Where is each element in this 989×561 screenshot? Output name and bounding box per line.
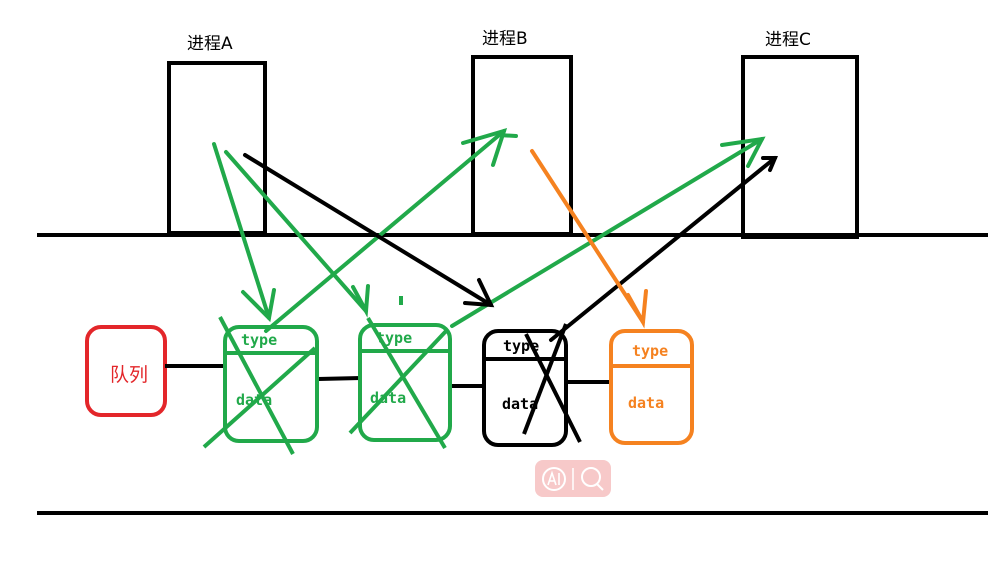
search-icon[interactable] xyxy=(581,467,604,491)
queue-links xyxy=(165,364,610,388)
orange-arrow xyxy=(530,149,648,329)
node-2-type-label: type xyxy=(376,329,412,347)
node-4-data-label: data xyxy=(628,394,664,412)
black-arrows xyxy=(243,153,778,342)
node-4-type-label: type xyxy=(632,342,668,360)
node-2-cross-mark xyxy=(366,316,447,450)
queue-node-4: type data xyxy=(609,329,694,445)
queue-node-1: type data xyxy=(202,316,319,455)
process-a-label: 进程A xyxy=(187,34,233,54)
process-b-label: 进程B xyxy=(482,29,528,49)
process-c-label: 进程C xyxy=(765,30,811,50)
node-1-type-label: type xyxy=(241,331,277,349)
process-c: 进程C xyxy=(741,30,859,239)
node-1-cross-mark xyxy=(218,316,295,455)
process-a: 进程A xyxy=(167,34,267,235)
node-3-data-label: data xyxy=(502,395,538,413)
queue-node-2: type data xyxy=(348,296,452,450)
process-b: 进程B xyxy=(471,29,573,236)
queue-box: 队列 xyxy=(85,325,167,417)
ai-icon[interactable] xyxy=(542,467,566,491)
green-arrows xyxy=(212,128,766,333)
queue-label: 队列 xyxy=(110,364,148,386)
node-3-cross-mark xyxy=(524,333,582,443)
queue-node-3: type data xyxy=(482,323,582,447)
ai-badge[interactable] xyxy=(535,460,611,497)
